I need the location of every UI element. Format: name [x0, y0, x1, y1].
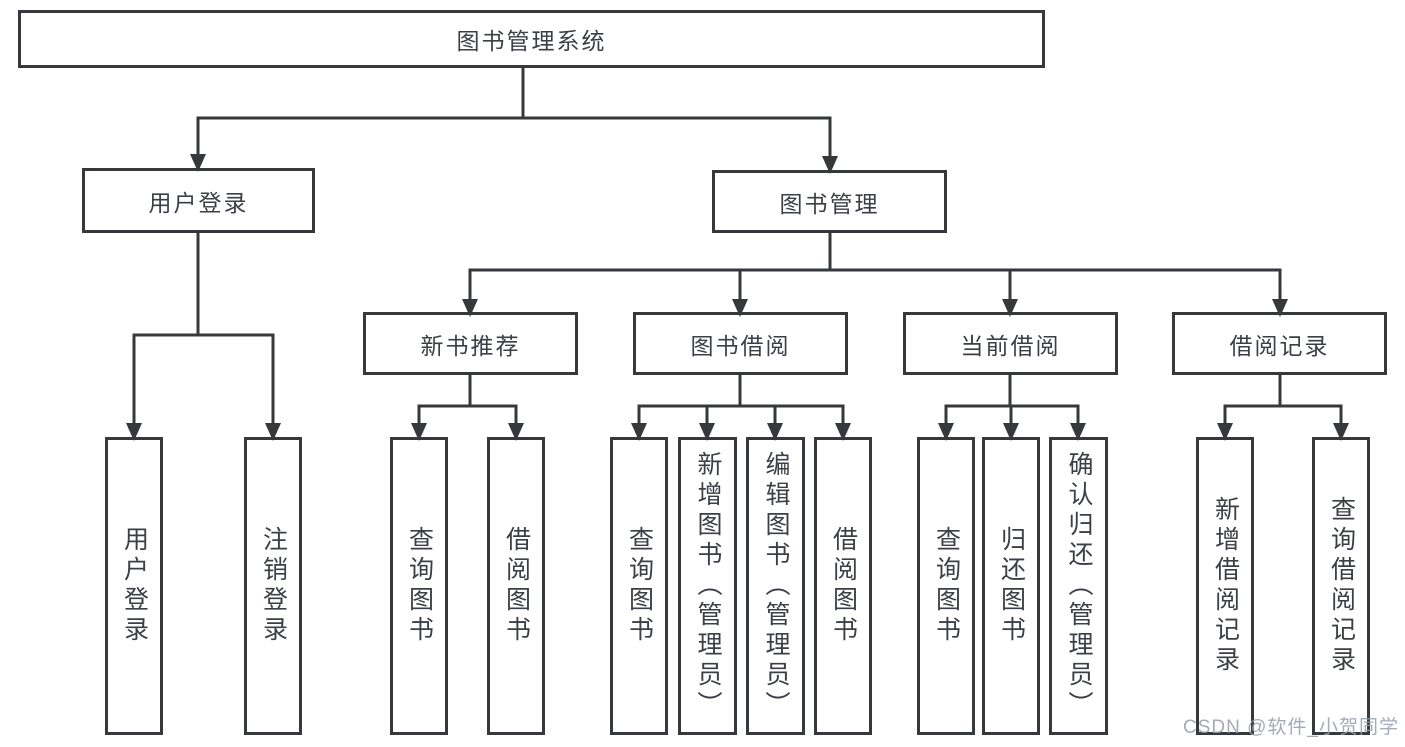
leaf-borrow-books: 借阅图书 [814, 437, 872, 735]
node-current-borrowing: 当前借阅 [903, 312, 1118, 375]
leaf-borrow-books-recommend: 借阅图书 [487, 437, 545, 735]
leaf-add-books-admin: 新增图书（管理员） [678, 437, 737, 735]
leaf-edit-books-admin: 编辑图书（管理员） [746, 437, 805, 735]
leaf-logout-label: 注销登录 [259, 526, 288, 646]
node-new-book-recommendation-label: 新书推荐 [420, 332, 521, 359]
node-root-label: 图书管理系统 [456, 28, 607, 54]
leaf-query-books-borrow-label: 查询图书 [625, 526, 654, 646]
leaf-query-books-recommend: 查询图书 [390, 437, 448, 735]
leaf-query-books-recommend-label: 查询图书 [405, 526, 434, 646]
node-book-management-label: 图书管理 [779, 190, 880, 217]
leaf-query-borrow-record-label: 查询借阅记录 [1327, 496, 1356, 676]
node-book-borrowing: 图书借阅 [633, 312, 848, 375]
leaf-query-books-current: 查询图书 [917, 437, 975, 735]
node-user-login: 用户登录 [82, 168, 315, 233]
node-new-book-recommendation: 新书推荐 [363, 312, 578, 375]
leaf-return-books-label: 归还图书 [997, 526, 1026, 646]
leaf-borrow-books-recommend-label: 借阅图书 [502, 526, 531, 646]
leaf-confirm-return-admin-label: 确认归还（管理员） [1065, 451, 1093, 721]
leaf-add-books-admin-label: 新增图书（管理员） [694, 451, 722, 721]
node-user-login-label: 用户登录 [148, 189, 249, 216]
leaf-user-login: 用户登录 [105, 437, 163, 735]
node-book-borrowing-label: 图书借阅 [690, 332, 791, 359]
node-borrowing-records-label: 借阅记录 [1229, 332, 1330, 359]
watermark: CSDN @软件_小贺同学 [1183, 717, 1399, 738]
leaf-add-borrow-record: 新增借阅记录 [1196, 437, 1254, 735]
leaf-logout: 注销登录 [244, 437, 302, 735]
leaf-borrow-books-label: 借阅图书 [829, 526, 858, 646]
leaf-query-books-borrow: 查询图书 [610, 437, 668, 735]
node-root-system: 图书管理系统 [18, 10, 1045, 68]
node-current-borrowing-label: 当前借阅 [960, 332, 1061, 359]
leaf-user-login-label: 用户登录 [120, 526, 149, 646]
node-book-management: 图书管理 [712, 170, 947, 233]
leaf-query-borrow-record: 查询借阅记录 [1312, 437, 1370, 735]
leaf-edit-books-admin-label: 编辑图书（管理员） [762, 451, 790, 721]
leaf-confirm-return-admin: 确认归还（管理员） [1049, 437, 1108, 735]
leaf-query-books-current-label: 查询图书 [932, 526, 961, 646]
node-borrowing-records: 借阅记录 [1172, 312, 1387, 375]
leaf-add-borrow-record-label: 新增借阅记录 [1211, 496, 1240, 676]
leaf-return-books: 归还图书 [982, 437, 1040, 735]
